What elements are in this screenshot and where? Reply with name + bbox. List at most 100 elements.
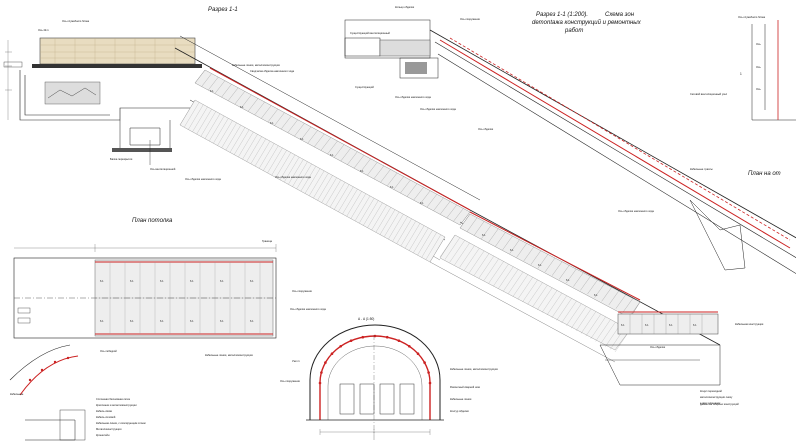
rib-line (530, 250, 541, 265)
svg-text:с двух площадок: с двух площадок (700, 402, 721, 405)
svg-text:6.1: 6.1 (482, 233, 486, 237)
rib-line (498, 266, 514, 289)
rib-line (360, 158, 371, 172)
svg-text:6.1: 6.1 (538, 263, 542, 267)
svg-text:6.1: 6.1 (160, 279, 164, 283)
svg-text:6.1: 6.1 (250, 319, 254, 323)
rib-line (559, 265, 570, 280)
rib-line (196, 109, 212, 135)
svg-text:Ремонтный сварной шов: Ремонтный сварной шов (450, 385, 480, 389)
bottom-right-notes: Конус переходной металлоконструкции сниз… (700, 389, 733, 405)
rib-line (242, 134, 258, 160)
svg-text:Сводчатая обделка наклонного х: Сводчатая обделка наклонного хода (250, 69, 295, 73)
rib-line (213, 118, 229, 144)
svg-text:Ось: Ось (756, 87, 761, 91)
rib-line (250, 138, 266, 164)
svg-text:1: 1 (740, 72, 742, 76)
rib-line (439, 234, 456, 258)
svg-text:6.1: 6.1 (100, 319, 104, 323)
rib-line (544, 257, 556, 273)
rib-line (576, 308, 592, 331)
rib-line (300, 166, 316, 192)
rib-line (342, 188, 358, 215)
rib-line (608, 290, 619, 306)
title-scheme-3: работ (564, 28, 583, 34)
rib-line (263, 145, 279, 171)
svg-text:6.1: 6.1 (130, 279, 134, 283)
rib-line (217, 120, 233, 146)
arch-anchor (385, 335, 389, 339)
inclined-tunnel-lower (429, 209, 721, 363)
title-section-1-1: Разрез 1-1 (208, 7, 238, 13)
lower-stair-ribs (439, 234, 631, 353)
rib-line (254, 141, 271, 167)
rib-line (417, 230, 433, 256)
rib-line (379, 209, 396, 235)
top-left-section-detail: Ось служебного блока Ось 4К-1 Балка пере… (3, 19, 221, 181)
arch-anchor (373, 334, 377, 338)
svg-text:Кабельная конструкция: Кабельная конструкция (735, 322, 764, 326)
rib-line (304, 168, 321, 194)
svg-text:6.1: 6.1 (210, 89, 214, 93)
rib-line (247, 98, 259, 112)
rib-line (292, 161, 308, 187)
rib-line (396, 218, 412, 244)
upper-panel-ribs (194, 69, 471, 226)
rib-line (375, 207, 391, 233)
rib-line (241, 94, 252, 108)
rib-line (459, 245, 475, 268)
rib-line (551, 295, 567, 318)
rib-line (388, 214, 404, 240)
svg-text:Граница: Граница (262, 239, 273, 243)
svg-text:Кабельная линия, с изолирующим: Кабельная линия, с изолирующим слоем (96, 421, 146, 425)
rib-line (469, 250, 485, 273)
rib-line (433, 197, 444, 211)
rib-line (509, 239, 520, 254)
rib-line (440, 201, 451, 215)
rib-line (594, 283, 605, 298)
rib-line (459, 213, 471, 229)
rib-line (537, 254, 549, 269)
rib-line (517, 277, 533, 300)
svg-text:Кольцо обделки: Кольцо обделки (395, 5, 415, 9)
right-plan-fragment: Ось служебного блока Ось Ось Ось Сетевой… (690, 15, 796, 121)
svg-text:Кронштейн: Кронштейн (96, 433, 110, 437)
rib-line (340, 148, 351, 162)
rib-line (522, 279, 538, 302)
rib-line (495, 232, 506, 247)
rib-line (201, 73, 212, 87)
svg-text:Кабельные линии: Кабельные линии (450, 397, 472, 401)
rib-line (259, 143, 275, 169)
svg-text:6.1: 6.1 (240, 105, 244, 109)
rib-line (296, 163, 312, 189)
svg-text:Ось 4К-1: Ось 4К-1 (38, 28, 49, 32)
rib-line (334, 184, 350, 210)
svg-text:Балка перекрытия: Балка перекрытия (110, 157, 133, 161)
rib-line (393, 176, 404, 190)
rib-line (488, 228, 499, 243)
rib-line (313, 173, 329, 199)
rib-line (551, 261, 563, 276)
arch-anchor (330, 352, 334, 356)
rib-line (453, 208, 464, 222)
scheme-section-1-200: Существующий вентиляционный Кольцо обдел… (344, 5, 796, 274)
rib-line (503, 269, 519, 292)
rib-line (507, 271, 524, 295)
svg-text:Металлоконструкция: Металлоконструкция (96, 427, 122, 431)
rib-line (317, 175, 333, 201)
svg-text:6.1: 6.1 (390, 185, 394, 189)
rib-line (353, 155, 365, 169)
rib-line (601, 287, 612, 302)
svg-text:6.1: 6.1 (160, 319, 164, 323)
rib-line (254, 101, 265, 116)
svg-text:6.1: 6.1 (130, 319, 134, 323)
rib-line (421, 232, 437, 258)
arch-anchor (397, 339, 401, 343)
svg-text:Сетевой вентиляционный узел: Сетевой вентиляционный узел (690, 92, 728, 96)
rib-line (590, 316, 606, 339)
svg-text:Кабельные линии, металлоконстр: Кабельные линии, металлоконструкция (450, 367, 498, 371)
svg-text:Ось вентиляционной: Ось вентиляционной (150, 167, 176, 171)
rib-line (600, 322, 616, 345)
svg-text:6.1: 6.1 (566, 278, 570, 282)
rib-line (622, 298, 634, 313)
